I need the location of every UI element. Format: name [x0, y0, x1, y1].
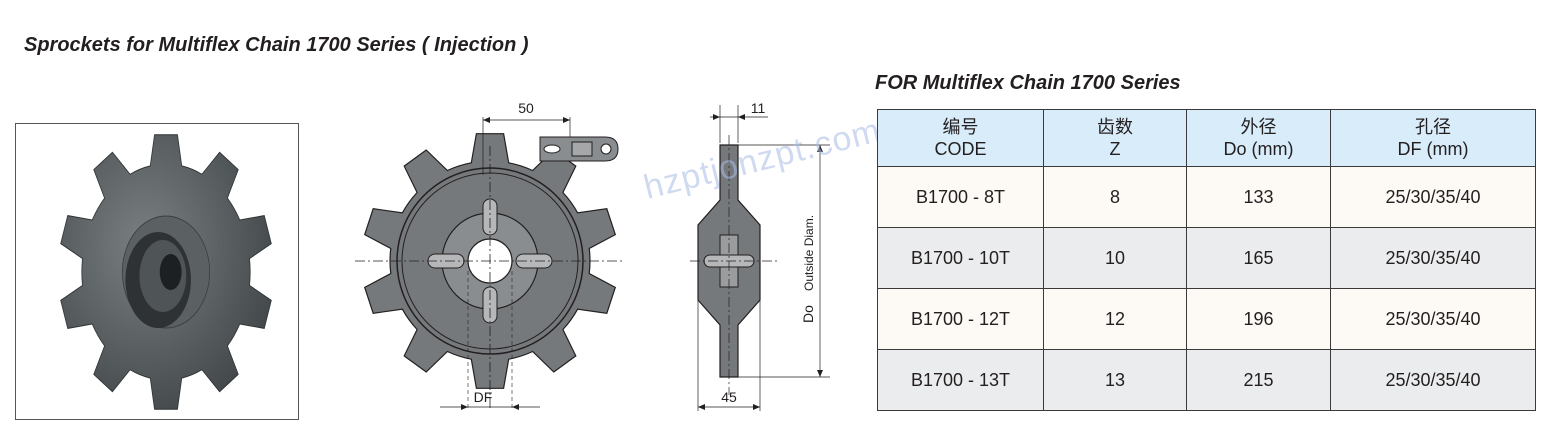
cell-bore-diameter: 25/30/35/40 [1330, 227, 1536, 289]
cell-code: B1700 - 8T [877, 166, 1044, 228]
cell-code: B1700 - 13T [877, 349, 1044, 411]
cell-code: B1700 - 10T [877, 227, 1044, 289]
table-title: FOR Multiflex Chain 1700 Series [875, 72, 1181, 94]
cell-outer-diameter: 196 [1186, 288, 1331, 350]
dim-width-label: 50 [518, 100, 534, 116]
table-row: B1700 - 13T 13 215 25/30/35/40 [877, 349, 1536, 411]
product-photo [15, 123, 299, 420]
cell-outer-diameter: 215 [1186, 349, 1331, 411]
front-view-drawing: 50 DF [355, 100, 625, 411]
table-row: B1700 - 10T 10 165 25/30/35/40 [877, 227, 1536, 289]
dim-outside-label: Outside Diam. [802, 215, 816, 291]
cell-teeth: 13 [1043, 349, 1187, 411]
cell-bore-diameter: 25/30/35/40 [1330, 166, 1536, 228]
page-title: Sprockets for Multiflex Chain 1700 Serie… [24, 34, 529, 56]
sprocket-photo-image [60, 134, 272, 410]
table-row: B1700 - 12T 12 196 25/30/35/40 [877, 288, 1536, 350]
cell-outer-diameter: 133 [1186, 166, 1331, 228]
cell-code: B1700 - 12T [877, 288, 1044, 350]
chain-link-icon [539, 136, 619, 162]
side-view-drawing: 11 Do Outside Diam. 45 [690, 100, 830, 411]
table-row: B1700 - 8T 8 133 25/30/35/40 [877, 166, 1536, 228]
cell-outer-diameter: 165 [1186, 227, 1331, 289]
cell-teeth: 8 [1043, 166, 1187, 228]
cell-bore-diameter: 25/30/35/40 [1330, 288, 1536, 350]
dim-hub-label: 45 [721, 389, 737, 405]
dim-do-label: Do [800, 305, 816, 323]
cell-teeth: 10 [1043, 227, 1187, 289]
dim-bore-label: DF [474, 389, 493, 405]
cell-bore-diameter: 25/30/35/40 [1330, 349, 1536, 411]
dim-thickness-label: 11 [751, 100, 766, 116]
cell-teeth: 12 [1043, 288, 1187, 350]
